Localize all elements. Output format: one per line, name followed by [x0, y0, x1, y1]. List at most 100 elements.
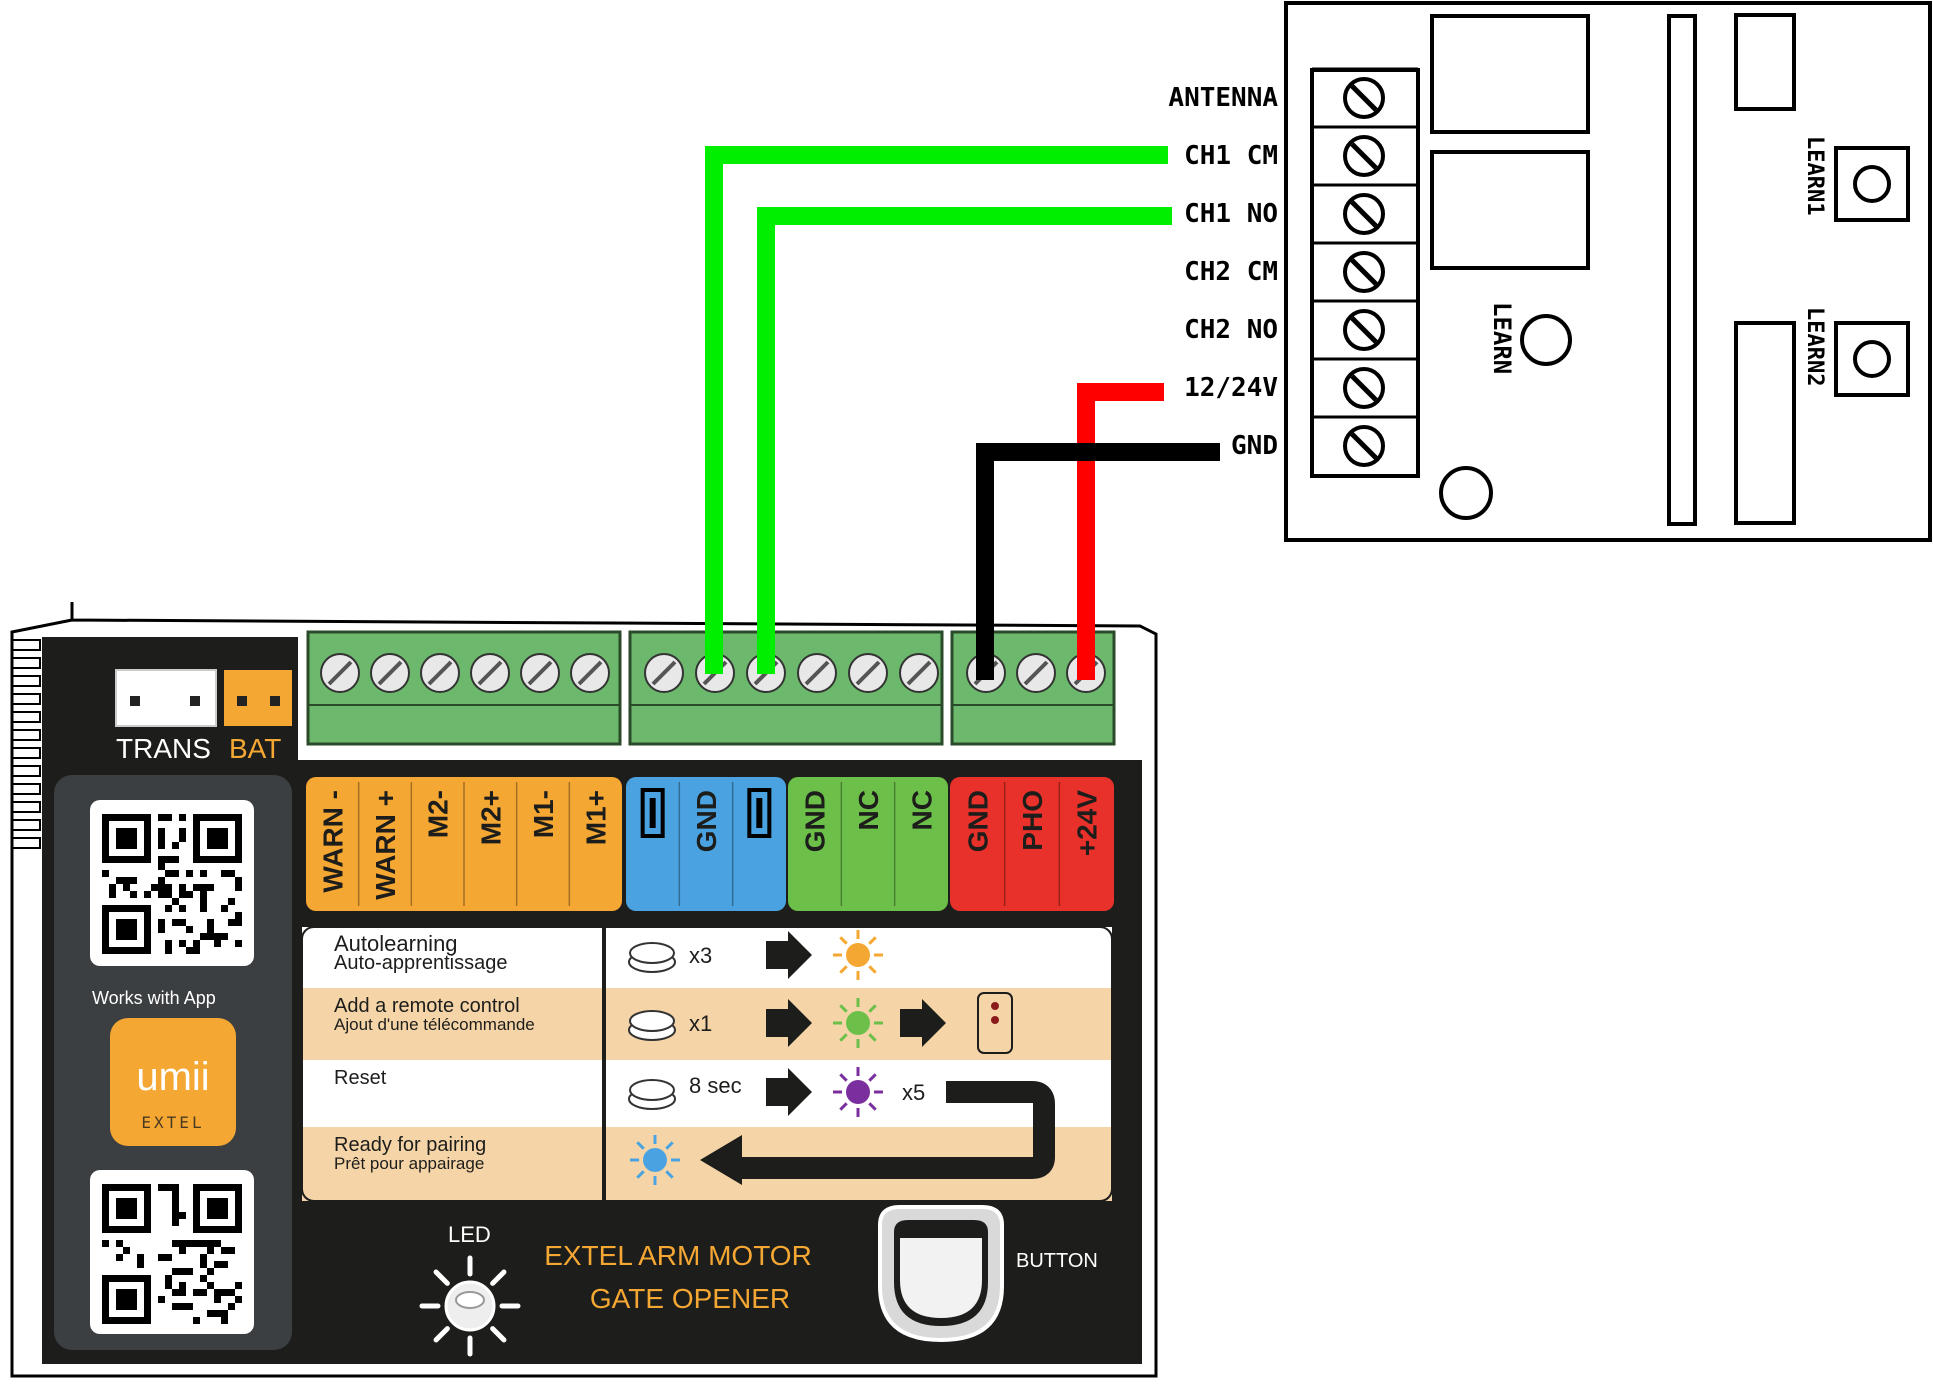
learn-label: LEARN [1488, 302, 1516, 374]
terminal-label: M1- [528, 790, 559, 838]
instruction-title: Add a remote control [334, 995, 520, 1017]
terminal-label: +24V [1072, 790, 1103, 856]
receiver-terminal-label: CH2 CM [1184, 257, 1278, 287]
receiver-terminal-label: CH2 NO [1184, 315, 1278, 345]
screw-terminal-block [628, 630, 944, 746]
wire-gnd [976, 443, 1220, 680]
learn1-label: LEARN1 [1802, 136, 1827, 215]
terminal-label: M2+ [475, 790, 506, 845]
receiver-terminal-label: GND [1231, 431, 1278, 461]
receiver-terminal-label: ANTENNA [1168, 83, 1278, 113]
instruction-title: Reset [334, 1067, 387, 1089]
terminal-screw[interactable] [470, 653, 510, 693]
led-light-icon [833, 930, 883, 980]
wire-12-24v [1077, 383, 1164, 680]
screw-terminal-block [306, 630, 622, 746]
receiver-module: ANTENNA CH1 CM CH1 NO CH2 CM CH2 NO 12/24V GND… [1168, 1, 1932, 542]
led-light-icon [833, 1067, 883, 1117]
terminal-screw[interactable] [644, 653, 684, 693]
press-button-icon [628, 1079, 676, 1110]
led-label: LED [448, 1222, 491, 1247]
svg-text:EXTEL: EXTEL [141, 1113, 204, 1132]
wire-ch1-cm [705, 146, 1168, 674]
remote-access-icon: ACC [640, 788, 665, 838]
terminal-screw[interactable] [370, 653, 410, 693]
press-button-icon [628, 1010, 676, 1041]
arrow-right-icon [766, 1068, 812, 1116]
heat-sink [12, 639, 41, 849]
led-indicator [419, 1255, 521, 1357]
component-top [1734, 13, 1796, 111]
instruction-subtitle: Ajout d'une télécommande [334, 1015, 535, 1034]
bat-label: BAT [229, 733, 281, 764]
terminal-screw[interactable] [848, 653, 888, 693]
terminal-label-group [950, 777, 1114, 911]
led-light-icon [833, 998, 883, 1048]
terminal-label: GND [691, 790, 722, 852]
terminal-screw[interactable] [420, 653, 460, 693]
arrow-right-icon [766, 931, 812, 979]
blink-count: x5 [902, 1080, 925, 1105]
remote-control-icon [977, 992, 1013, 1054]
terminal-label: M1+ [581, 790, 612, 845]
return-arrow [740, 1081, 1055, 1179]
terminal-label: M2- [423, 790, 454, 838]
board-title-line1: EXTEL ARM MOTOR [544, 1240, 812, 1271]
press-count: x1 [689, 1011, 712, 1036]
instruction-title: Ready for pairing [334, 1134, 486, 1156]
receiver-terminal-label: CH1 NO [1184, 199, 1278, 229]
terminal-label: PHO [1017, 790, 1048, 851]
stop-icon: STOP [747, 788, 772, 861]
push-button[interactable] [878, 1205, 1004, 1343]
pcb-circle [1439, 466, 1493, 520]
works-with-app-label: Works with App [92, 988, 216, 1008]
terminal-screw[interactable] [320, 653, 360, 693]
terminal-screw[interactable] [520, 653, 560, 693]
button-label: BUTTON [1016, 1250, 1098, 1272]
terminal-label: WARN - [317, 790, 348, 893]
qr-code-bottom [90, 1170, 254, 1334]
instruction-subtitle: Auto-apprentissage [334, 952, 507, 974]
press-button-icon [628, 942, 676, 973]
arrow-right-icon [766, 999, 812, 1047]
pcb-strip [1667, 14, 1697, 526]
learn2-label: LEARN2 [1802, 307, 1827, 386]
terminal-screw[interactable] [570, 653, 610, 693]
terminal-screw[interactable] [1016, 653, 1056, 693]
receiver-terminal-label: CH1 CM [1184, 141, 1278, 171]
wires [705, 146, 1220, 680]
arrow-right-icon [900, 999, 946, 1047]
qr-code-top [90, 800, 254, 966]
relay-1 [1430, 14, 1590, 134]
instruction-subtitle: Prêt pour appairage [334, 1154, 484, 1173]
control-board: TRANS BAT WARN - WARN + M2- M2+ M1- M1+ ACC GND… [10, 602, 1158, 1378]
bat-connector [224, 670, 292, 726]
terminal-label-group [788, 777, 948, 911]
terminal-screw[interactable] [797, 653, 837, 693]
relay-2 [1430, 150, 1590, 270]
instruction-title: Autolearning [334, 931, 458, 956]
terminal-label-group [306, 777, 622, 911]
terminal-screw[interactable] [899, 653, 939, 693]
board-title-line2: GATE OPENER [590, 1283, 790, 1314]
terminal-label-group [626, 777, 786, 911]
receiver-terminal-label: 12/24V [1184, 373, 1278, 403]
learn-button[interactable] [1520, 314, 1572, 366]
led-light-icon [630, 1135, 680, 1185]
svg-text:STOP: STOP [758, 859, 761, 861]
component-bottom [1734, 321, 1796, 525]
umii-logo: umii EXTEL [110, 1018, 236, 1146]
trans-label: TRANS [116, 733, 211, 764]
press-count: x3 [689, 943, 712, 968]
terminal-label: NC [906, 790, 937, 830]
terminal-label: GND [962, 790, 993, 852]
terminal-label: NC [853, 790, 884, 830]
wire-ch1-no [757, 207, 1172, 674]
svg-text:umii: umii [136, 1055, 209, 1099]
terminal-label: WARN + [370, 790, 401, 900]
press-duration: 8 sec [689, 1073, 742, 1098]
terminal-label: GND [800, 790, 831, 852]
